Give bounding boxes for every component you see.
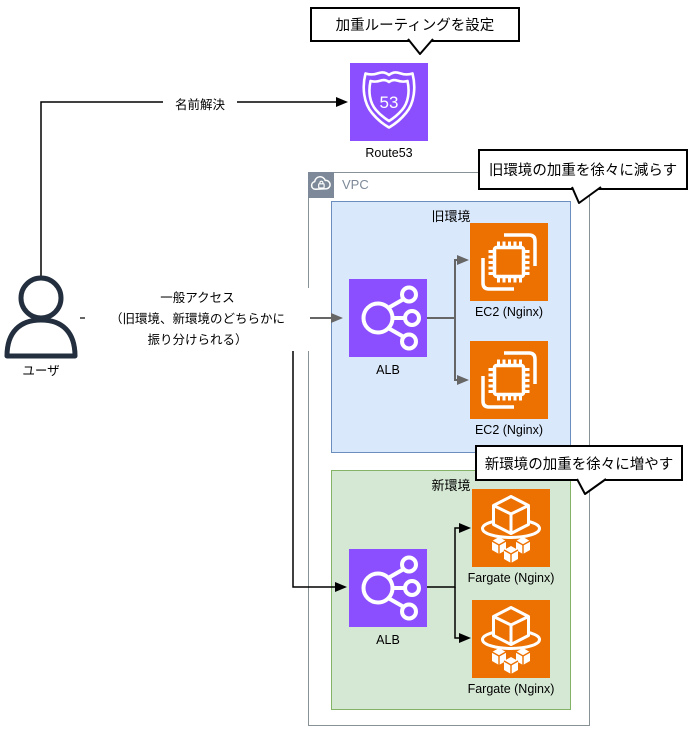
new-env-label: 新環境 [431, 478, 471, 493]
user-label: ユーザ [22, 364, 60, 378]
vpc-cloud-icon [308, 172, 334, 198]
edge-name-resolution [40, 97, 348, 276]
fargate-2-label: Fargate (Nginx) [467, 682, 555, 696]
ec2-1-label: EC2 (Nginx) [474, 305, 544, 319]
fargate-icon-2 [472, 600, 550, 678]
ec2-2-label: EC2 (Nginx) [474, 423, 544, 437]
route53-badge-text: 53 [380, 93, 399, 112]
ec2-icon-2 [470, 341, 548, 419]
alb-old-icon [349, 279, 427, 357]
general-access-line-3: 振り分けられる） [147, 333, 248, 347]
alb-new-label: ALB [376, 633, 400, 647]
fargate-1-label: Fargate (Nginx) [467, 571, 555, 585]
vpc-group-label: VPC [342, 177, 369, 192]
ec2-icon-1 [470, 223, 548, 301]
general-access-label: 一般アクセス （旧環境、新環境のどちらかに 振り分けられる） [85, 288, 310, 351]
fargate-icon-1 [472, 489, 550, 567]
old-env-label: 旧環境 [431, 209, 471, 224]
callout-old-env-decrease: 旧環境の加重を徐々に減らす [478, 149, 688, 190]
alb-old-label: ALB [376, 363, 400, 377]
callout-new-env-increase: 新環境の加重を徐々に増やす [475, 445, 683, 481]
alb-new-icon [349, 549, 427, 627]
general-access-line-2: （旧環境、新環境のどちらかに [109, 312, 285, 326]
name-resolution-label: 名前解決 [163, 94, 237, 113]
route53-icon: 53 [350, 63, 428, 141]
callout-weighted-routing: 加重ルーティングを設定 [310, 7, 520, 42]
general-access-line-1: 一般アクセス [160, 291, 235, 305]
route53-label: Route53 [365, 146, 413, 160]
user-icon [4, 275, 78, 359]
